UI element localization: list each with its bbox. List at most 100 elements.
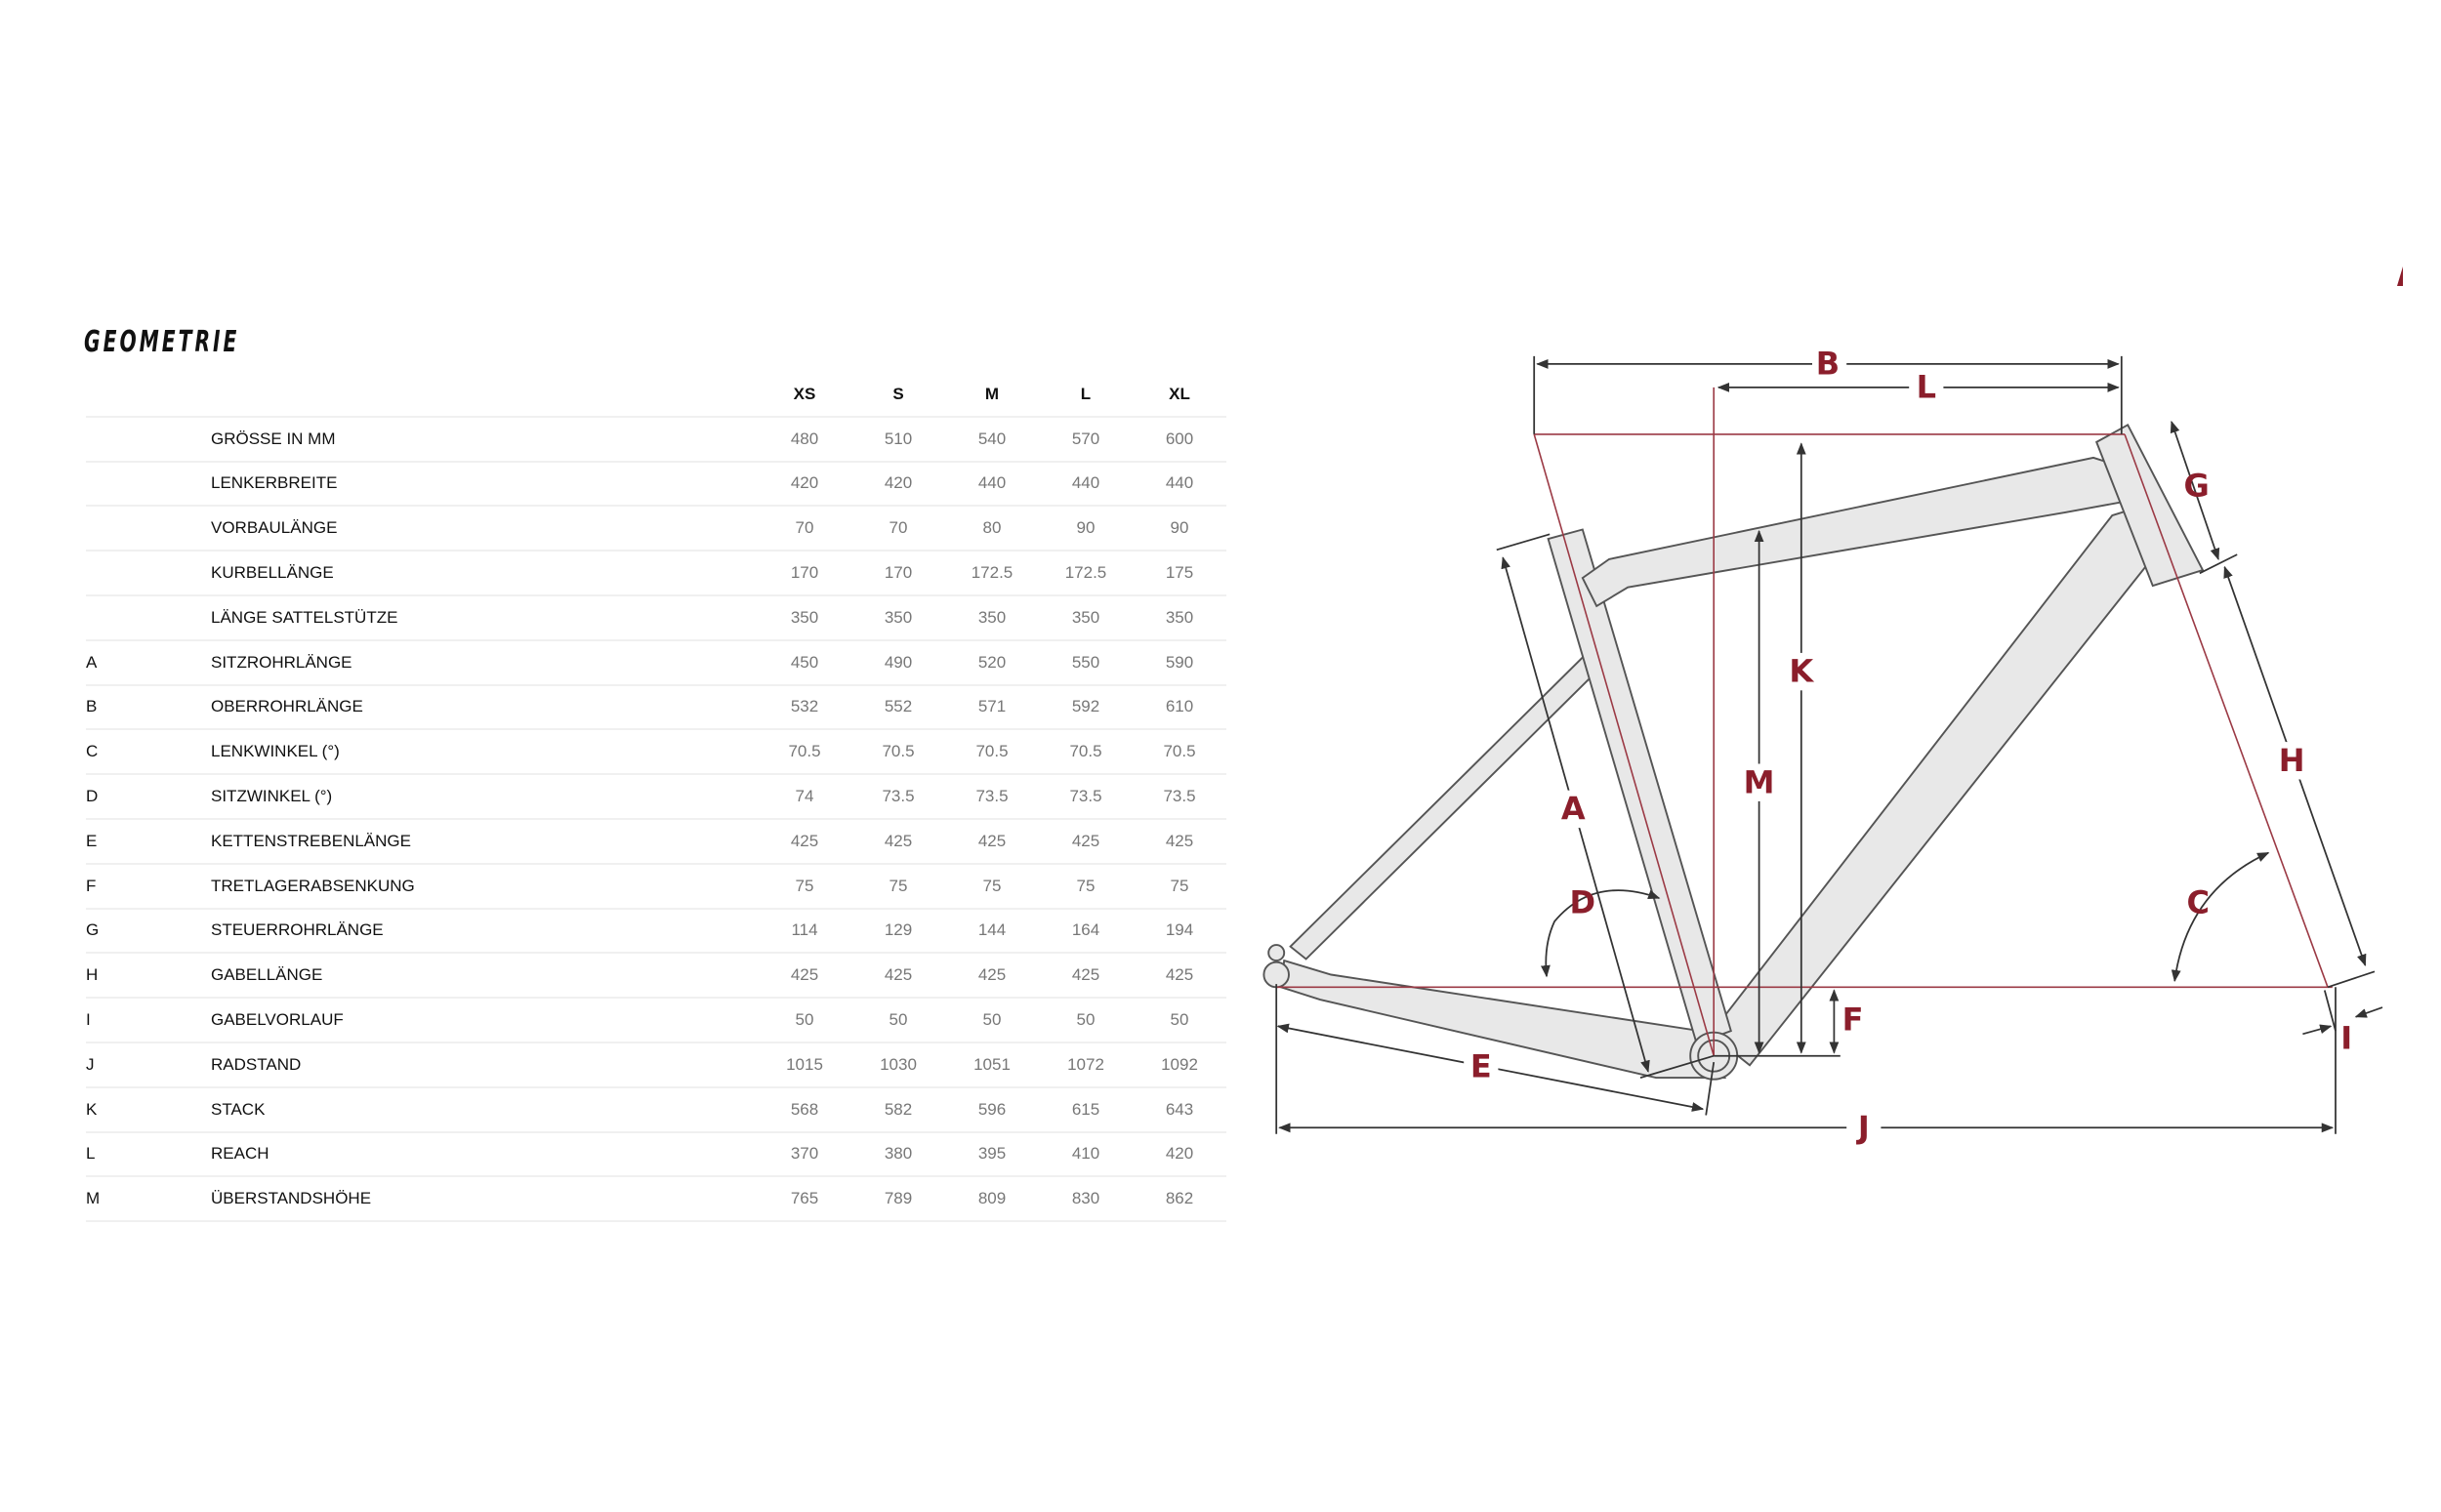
label-d: D [1570, 884, 1596, 921]
row-value-xs: 50 [758, 998, 851, 1043]
row-letter: B [86, 684, 211, 731]
header-size-xs: XS [758, 373, 851, 418]
row-value-l: 90 [1039, 506, 1133, 552]
header-label [211, 373, 758, 418]
row-value-m: 144 [945, 908, 1039, 955]
header-size-l: L [1039, 373, 1133, 418]
row-label: LENKERBREITE [211, 461, 758, 508]
row-value-s: 70 [851, 506, 945, 552]
row-letter: D [86, 774, 211, 820]
row-value-m: 1051 [945, 1042, 1039, 1088]
row-letter: A [86, 639, 211, 686]
row-label: STEUERROHRLÄNGE [211, 908, 758, 955]
label-b: B [1816, 346, 1840, 383]
row-value-s: 1030 [851, 1042, 945, 1088]
label-a: A [1561, 791, 1586, 828]
row-value-xs: 74 [758, 774, 851, 820]
header-size-s: S [851, 373, 945, 418]
row-value-xs: 75 [758, 863, 851, 910]
row-value-xs: 350 [758, 594, 851, 641]
row-value-l: 615 [1039, 1086, 1133, 1133]
row-letter [86, 461, 211, 508]
row-label: VORBAULÄNGE [211, 506, 758, 552]
label-e: E [1470, 1048, 1492, 1085]
row-value-m: 809 [945, 1176, 1039, 1223]
row-value-xl: 420 [1133, 1131, 1226, 1178]
row-letter [86, 506, 211, 552]
page-title: GEOMETRIE [84, 325, 240, 359]
row-letter: C [86, 729, 211, 776]
row-value-xs: 480 [758, 416, 851, 463]
rear-dropout [1262, 960, 1290, 989]
row-value-s: 789 [851, 1176, 945, 1223]
chainstay [1279, 959, 1726, 1080]
row-label: GRÖSSE IN MM [211, 416, 758, 463]
row-value-s: 552 [851, 684, 945, 731]
label-m: M [1744, 763, 1775, 800]
row-value-m: 75 [945, 863, 1039, 910]
row-value-s: 510 [851, 416, 945, 463]
dimension-labels: B L K M A G H D C F I E J [1464, 346, 2352, 1146]
row-value-xs: 370 [758, 1131, 851, 1178]
row-value-s: 350 [851, 594, 945, 641]
row-value-xl: 73.5 [1133, 774, 1226, 820]
row-value-l: 425 [1039, 953, 1133, 1000]
row-value-s: 50 [851, 998, 945, 1043]
row-value-xl: 643 [1133, 1086, 1226, 1133]
row-value-l: 1072 [1039, 1042, 1133, 1088]
dim-g [2170, 420, 2220, 561]
row-value-xl: 194 [1133, 908, 1226, 955]
seat-tube [1547, 528, 1732, 1045]
row-letter: J [86, 1042, 211, 1088]
label-c: C [2186, 884, 2209, 921]
header-letter [86, 373, 211, 418]
row-value-xl: 425 [1133, 953, 1226, 1000]
row-value-xl: 90 [1133, 506, 1226, 552]
row-value-xl: 175 [1133, 551, 1226, 596]
row-value-xl: 590 [1133, 639, 1226, 686]
row-value-xl: 425 [1133, 818, 1226, 865]
row-value-s: 425 [851, 818, 945, 865]
dim-i [2302, 1024, 2333, 1036]
row-value-xs: 170 [758, 551, 851, 596]
row-value-xl: 440 [1133, 461, 1226, 508]
row-value-xs: 70.5 [758, 729, 851, 776]
row-value-s: 420 [851, 461, 945, 508]
row-value-xs: 420 [758, 461, 851, 508]
row-letter: F [86, 863, 211, 910]
row-value-l: 73.5 [1039, 774, 1133, 820]
row-label: SITZWINKEL (°) [211, 774, 758, 820]
row-value-xs: 532 [758, 684, 851, 731]
row-value-m: 520 [945, 639, 1039, 686]
row-value-s: 129 [851, 908, 945, 955]
row-value-xs: 765 [758, 1176, 851, 1223]
row-value-xl: 610 [1133, 684, 1226, 731]
row-letter: E [86, 818, 211, 865]
edge-accent-mark [2397, 266, 2403, 286]
row-value-xs: 450 [758, 639, 851, 686]
row-label: RADSTAND [211, 1042, 758, 1088]
row-value-xs: 114 [758, 908, 851, 955]
row-value-l: 172.5 [1039, 551, 1133, 596]
row-value-l: 50 [1039, 998, 1133, 1043]
row-value-l: 75 [1039, 863, 1133, 910]
row-label: GABELVORLAUF [211, 998, 758, 1043]
row-letter: L [86, 1131, 211, 1178]
row-label: OBERROHRLÄNGE [211, 684, 758, 731]
row-value-m: 596 [945, 1086, 1039, 1133]
row-value-l: 830 [1039, 1176, 1133, 1223]
